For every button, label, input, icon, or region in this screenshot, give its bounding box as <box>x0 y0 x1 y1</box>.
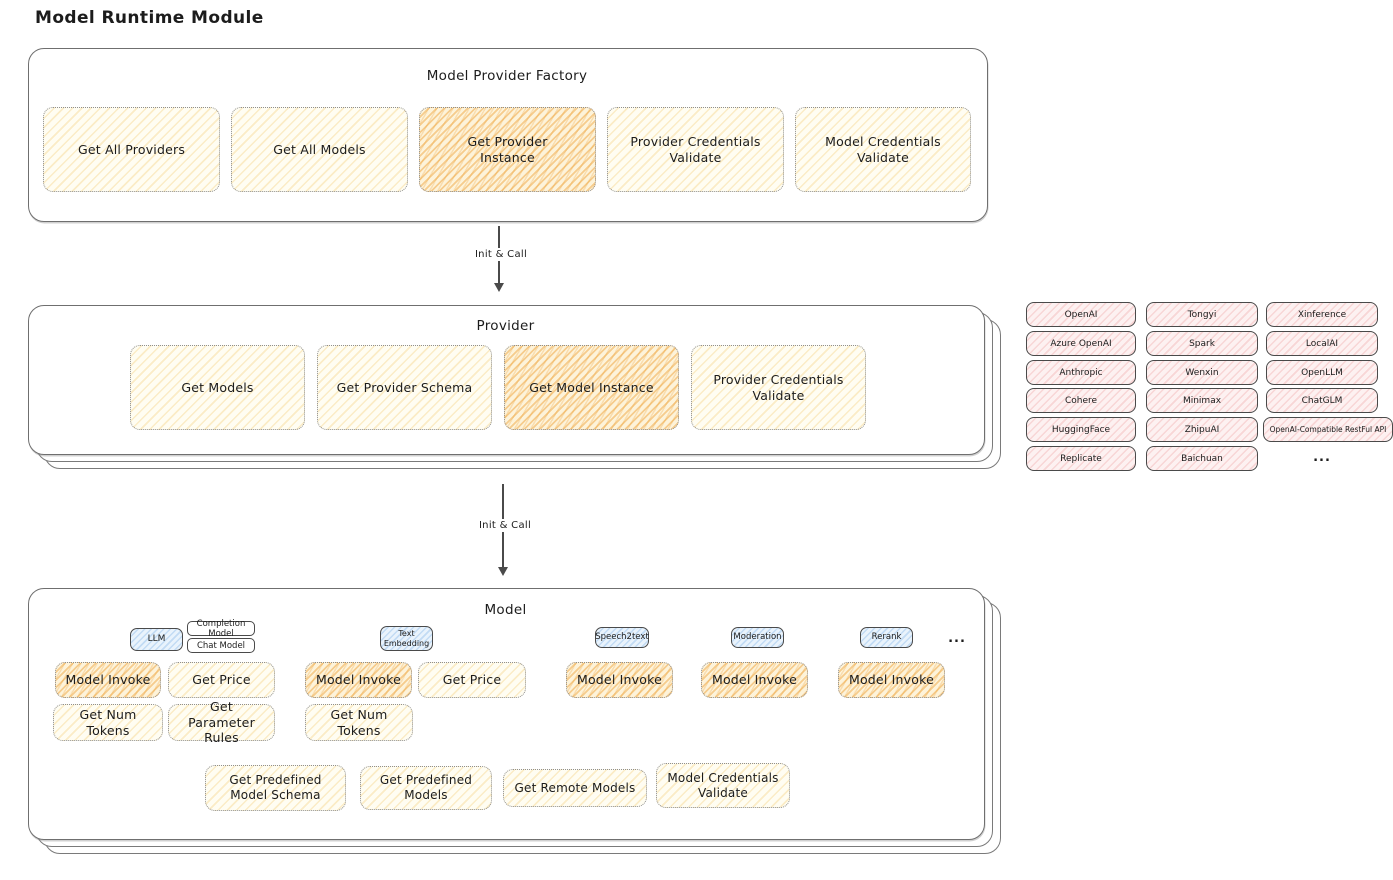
tab-rerank: Rerank <box>860 627 913 648</box>
provider-pill-huggingface: HuggingFace <box>1026 417 1136 442</box>
provider-pill-localai: LocalAI <box>1266 331 1378 356</box>
method-get-num-tokens-text-embedding: Get Num Tokens <box>305 704 413 741</box>
tab-moderation: Moderation <box>731 627 784 648</box>
tab-speech2text: Speech2text <box>595 627 649 648</box>
provider-pill-azure-openai: Azure OpenAI <box>1026 331 1136 356</box>
provider-title: Provider <box>476 318 535 334</box>
method-get-num-tokens-llm: Get Num Tokens <box>53 704 163 741</box>
init-call-label-1: Init & Call <box>456 248 546 261</box>
arrow-down-icon-1 <box>494 283 504 292</box>
provider-pill-xinference: Xinference <box>1266 302 1378 327</box>
method-model-invoke-rerank: Model Invoke <box>838 662 945 698</box>
provider-pill-zhipuai: ZhipuAI <box>1146 417 1258 442</box>
tab-text-embedding: Text Embedding <box>380 626 433 651</box>
method-model-invoke-text-embedding: Model Invoke <box>305 662 412 698</box>
provider-pill-replicate: Replicate <box>1026 446 1136 471</box>
arrow-down-icon-2 <box>498 567 508 576</box>
model-tabs-ellipsis: ... <box>948 631 966 646</box>
method-get-all-providers: Get All Providers <box>43 107 220 192</box>
method-model-credentials-validate-model: Model Credentials Validate <box>656 763 790 808</box>
provider-pill-openai: OpenAI <box>1026 302 1136 327</box>
method-get-all-models: Get All Models <box>231 107 408 192</box>
method-get-predefined-model-schema: Get Predefined Model Schema <box>205 765 346 811</box>
method-get-parameter-rules-llm: Get Parameter Rules <box>168 699 275 745</box>
tab-llm: LLM <box>130 628 183 651</box>
subtab-chat-model: Chat Model <box>187 638 255 653</box>
method-provider-credentials-validate-provider: Provider Credentials Validate <box>691 345 866 430</box>
diagram-title: Model Runtime Module <box>35 8 264 28</box>
method-provider-credentials-validate-factory: Provider Credentials Validate <box>607 107 784 192</box>
method-model-invoke-llm: Model Invoke <box>55 662 161 698</box>
init-call-label-2: Init & Call <box>460 519 550 532</box>
method-get-models: Get Models <box>130 345 305 430</box>
method-get-provider-schema: Get Provider Schema <box>317 345 492 430</box>
provider-pill-baichuan: Baichuan <box>1146 446 1258 471</box>
provider-pill-tongyi: Tongyi <box>1146 302 1258 327</box>
provider-catalog-ellipsis: ... <box>1313 450 1331 465</box>
provider-pill-minimax: Minimax <box>1146 388 1258 413</box>
provider-pill-cohere: Cohere <box>1026 388 1136 413</box>
method-get-model-instance: Get Model Instance <box>504 345 679 430</box>
provider-pill-openai-compatible: OpenAI-Compatible RestFul API <box>1263 417 1393 442</box>
factory-title: Model Provider Factory <box>426 68 588 84</box>
subtab-completion-model: Completion Model <box>187 619 255 639</box>
method-get-predefined-models: Get Predefined Models <box>360 766 492 810</box>
method-get-remote-models: Get Remote Models <box>503 769 647 807</box>
method-model-credentials-validate-factory: Model Credentials Validate <box>795 107 971 192</box>
model-title: Model <box>484 602 527 618</box>
provider-pill-anthropic: Anthropic <box>1026 360 1136 385</box>
provider-pill-spark: Spark <box>1146 331 1258 356</box>
method-model-invoke-speech2text: Model Invoke <box>566 662 673 698</box>
method-get-price-text-embedding: Get Price <box>418 662 526 698</box>
provider-pill-openllm: OpenLLM <box>1266 360 1378 385</box>
provider-pill-chatglm: ChatGLM <box>1266 388 1378 413</box>
method-model-invoke-moderation: Model Invoke <box>701 662 808 698</box>
method-get-price-llm: Get Price <box>168 662 275 698</box>
method-get-provider-instance: Get Provider Instance <box>419 107 596 192</box>
provider-pill-wenxin: Wenxin <box>1146 360 1258 385</box>
